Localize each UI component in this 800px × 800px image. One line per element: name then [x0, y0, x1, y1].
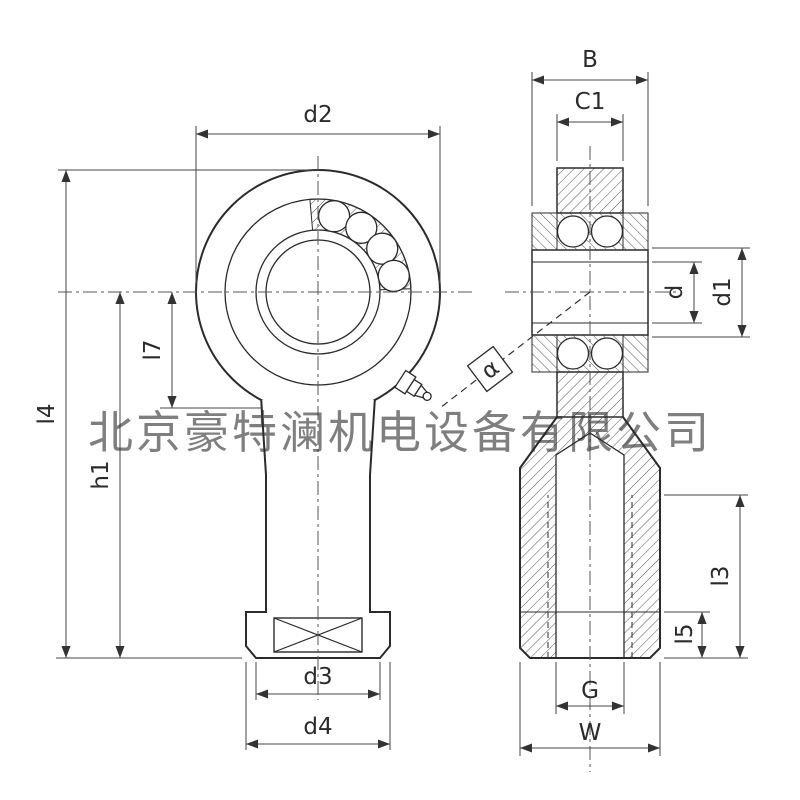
- grease-fitting: [393, 369, 432, 401]
- dim-label-d: d: [662, 285, 688, 300]
- ring-wing-bottom-right: [622, 334, 649, 373]
- dim-label-l5: l5: [672, 623, 698, 644]
- dim-label-d4: d4: [303, 714, 332, 740]
- bearing-balls-side-bottom: [556, 337, 624, 370]
- front-dimensions: [56, 126, 441, 750]
- dim-label-l4: l4: [34, 403, 60, 424]
- dim-label-c1: C1: [575, 89, 606, 115]
- dim-label-g: G: [581, 678, 599, 704]
- ring-wing-top-right: [622, 212, 649, 251]
- dim-label-l3: l3: [708, 565, 734, 586]
- dim-label-w: W: [579, 720, 602, 746]
- dim-label-b: B: [582, 47, 598, 73]
- ring-wing-top-left: [531, 212, 558, 251]
- front-dimension-labels: d2 l4 h1 l7 d3 d4: [34, 102, 333, 740]
- alpha-callout: α: [439, 291, 591, 409]
- side-dimensions: [519, 72, 750, 756]
- bearing-balls-side-top: [556, 215, 624, 248]
- dim-label-d1: d1: [710, 277, 736, 306]
- alpha-dashed-line: [439, 291, 591, 409]
- bearing-balls-front: [317, 200, 410, 293]
- dim-label-h1: h1: [88, 460, 114, 489]
- center-lines: [58, 146, 678, 772]
- dim-label-d3: d3: [303, 664, 332, 690]
- dim-label-d2: d2: [303, 102, 332, 128]
- ring-wing-bottom-left: [531, 334, 558, 373]
- dim-label-l7: l7: [140, 339, 166, 360]
- side-dimension-labels: B C1 d d1 l3 l5 G W: [575, 47, 736, 746]
- watermark-text: 北京豪特澜机电设备有限公司: [88, 406, 712, 459]
- alpha-box: [466, 345, 514, 393]
- shank-section-hatch: [520, 417, 660, 658]
